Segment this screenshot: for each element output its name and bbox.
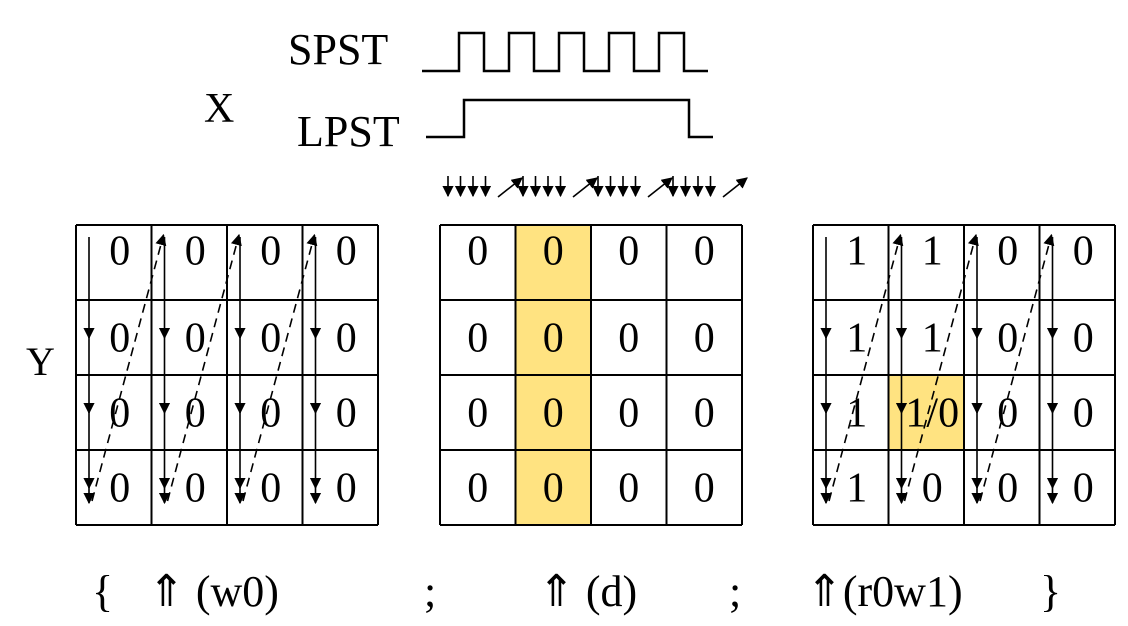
dashed-up-arrow	[166, 233, 242, 502]
cell-value: 1	[846, 466, 867, 512]
cell-value: 0	[543, 316, 564, 362]
cell-value: 0	[543, 229, 564, 275]
cell-value: 0	[260, 316, 281, 362]
march-element-d: ⇑ (d)	[538, 567, 637, 616]
lpst-waveform	[426, 98, 713, 139]
cell-value: 0	[1073, 229, 1094, 275]
cell-value: 0	[694, 316, 715, 362]
spst-label: SPST	[288, 25, 388, 74]
diagonal-up-arrow	[497, 177, 523, 198]
cell-value: 0	[543, 391, 564, 437]
cell-value: 0	[694, 391, 715, 437]
diagonal-up-arrow	[647, 177, 673, 198]
separator-2: ;	[729, 567, 741, 616]
cell-value: 0	[1073, 391, 1094, 437]
cell-value: 0	[997, 229, 1018, 275]
dashed-up-arrow	[242, 233, 318, 502]
dashed-up-arrow	[979, 233, 1055, 502]
dashed-up-arrow	[91, 233, 167, 502]
cell-value: 0	[336, 229, 357, 275]
cell-value: 0	[694, 466, 715, 512]
memory-grid-d: 0 0 0 0 0 0 0 0 0 0 0 0 0 0 0 0	[439, 224, 743, 526]
cell-value: 0	[109, 229, 130, 275]
address-sequence-arrows	[442, 176, 748, 198]
lpst-label: LPST	[297, 107, 400, 156]
cell-value: 1	[846, 391, 867, 437]
cell-value: 0	[618, 316, 639, 362]
cell-value: 0	[185, 229, 206, 275]
cell-value: 0	[1073, 466, 1094, 512]
cell-value: 0	[618, 391, 639, 437]
y-label: Y	[26, 339, 55, 384]
cell-value: 0	[694, 229, 715, 275]
cell-value: 1	[922, 229, 943, 275]
x-label: X	[204, 86, 234, 132]
cell-value: 0	[997, 391, 1018, 437]
cell-value: 0	[336, 466, 357, 512]
cell-value: 0	[467, 229, 488, 275]
cell-value: 0	[336, 316, 357, 362]
cell-value: 0	[467, 316, 488, 362]
cell-value: 0	[260, 391, 281, 437]
cell-value: 1	[846, 229, 867, 275]
cell-value: 0	[109, 391, 130, 437]
separator-1: ;	[424, 567, 436, 616]
brace-open: {	[92, 567, 113, 616]
cell-value: 0	[185, 466, 206, 512]
march-element-r0w1: ⇑(r0w1)	[806, 567, 963, 616]
cell-value: 0	[185, 391, 206, 437]
cell-value: 0	[997, 466, 1018, 512]
cell-value: 0	[336, 391, 357, 437]
memory-grid-w0: 0 0 0 0 0 0 0 0 0 0 0 0 0 0 0 0	[75, 224, 379, 526]
cell-value: 0	[109, 466, 130, 512]
brace-close: }	[1040, 567, 1061, 616]
cell-value: 0	[185, 316, 206, 362]
cell-value: 0	[260, 229, 281, 275]
cell-value: 0	[467, 466, 488, 512]
waveforms	[422, 31, 713, 139]
dashed-up-arrow	[903, 233, 979, 502]
cell-value: 1	[846, 316, 867, 362]
cell-value: 0	[1073, 316, 1094, 362]
cell-value: 0	[543, 466, 564, 512]
cell-value: 0	[467, 391, 488, 437]
march-element-w0: ⇑ (w0)	[148, 567, 279, 616]
dashed-up-arrow	[828, 233, 904, 502]
cell-value: 0	[997, 316, 1018, 362]
diagonal-up-arrow	[722, 177, 748, 198]
march-notation: { ⇑ (w0) ; ⇑ (d) ; ⇑(r0w1) }	[92, 567, 1061, 616]
cell-value: 0	[618, 229, 639, 275]
cell-value: 1	[922, 316, 943, 362]
cell-value: 0	[922, 466, 943, 512]
spst-waveform	[422, 31, 708, 73]
cell-value: 0	[618, 466, 639, 512]
diagonal-up-arrow	[572, 177, 598, 198]
cell-value: 0	[109, 316, 130, 362]
cell-value: 0	[260, 466, 281, 512]
